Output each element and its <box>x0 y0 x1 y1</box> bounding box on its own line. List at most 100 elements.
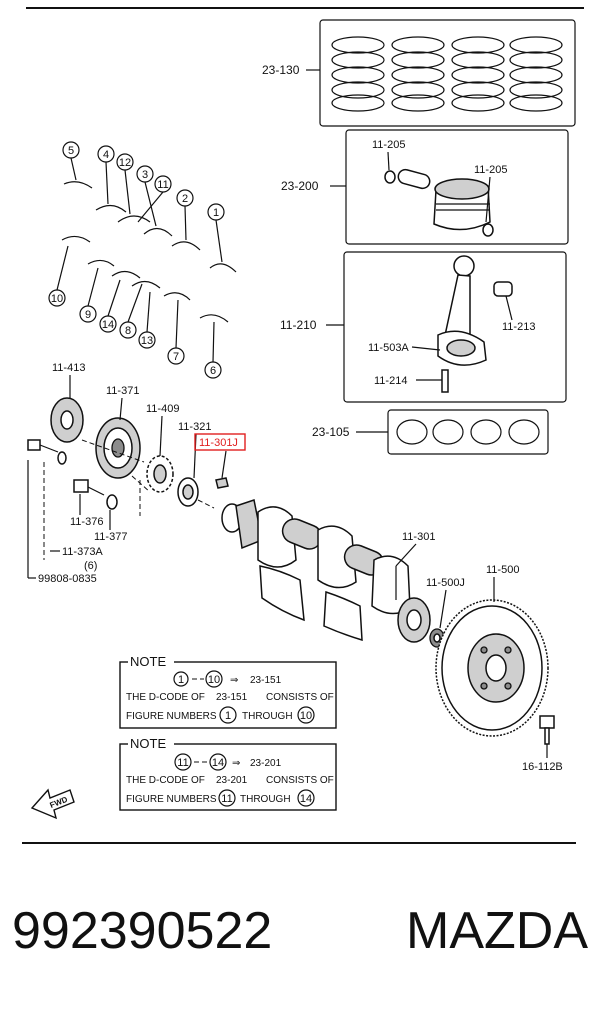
label-crank-sensor-plate[interactable]: 11-413 <box>52 362 85 374</box>
note1-range-start: 1 <box>178 674 184 686</box>
label-oil-seal[interactable]: 11-500J <box>426 577 465 589</box>
label-piston-assy[interactable]: 23-200 <box>281 179 319 193</box>
flywheel-bolt[interactable] <box>539 715 555 745</box>
svg-text:4: 4 <box>103 149 109 161</box>
crank-sensor-plate[interactable] <box>50 397 84 443</box>
note1-line2-c: CONSISTS OF <box>266 692 334 703</box>
svg-text:13: 13 <box>141 335 153 347</box>
callout-7[interactable]: 7 <box>167 347 185 365</box>
note1-arrow: ⇒ <box>230 675 238 686</box>
svg-text:8: 8 <box>125 325 131 337</box>
svg-text:10: 10 <box>51 293 63 305</box>
label-flywheel[interactable]: 11-500 <box>486 564 519 576</box>
callout-11[interactable]: 11 <box>154 175 172 193</box>
label-lock-bolt-qty[interactable]: (6) <box>84 560 97 572</box>
pulley-bolt[interactable] <box>73 479 105 496</box>
note2-line3-b: 11 <box>221 793 232 805</box>
note1-line3-c: THROUGH <box>242 711 293 722</box>
crank-pulley[interactable] <box>95 417 141 479</box>
label-lock-bolt[interactable]: 11-373A <box>62 546 103 558</box>
label-conrod-bolt[interactable]: 11-214 <box>374 375 407 387</box>
note1-heading: NOTE <box>130 654 166 669</box>
svg-text:6: 6 <box>210 365 216 377</box>
callout-10[interactable]: 10 <box>48 289 66 307</box>
timing-sprocket[interactable] <box>146 455 174 493</box>
callout-1[interactable]: 1 <box>207 203 225 221</box>
caption-brand: MAZDA <box>406 902 588 960</box>
callout-14[interactable]: 14 <box>99 315 117 333</box>
label-conrod-cap[interactable]: 11-503A <box>368 342 409 354</box>
note2-target: 23-201 <box>250 758 282 769</box>
note2-line2-a: THE D-CODE OF <box>126 775 205 786</box>
conrod-bearings-group[interactable] <box>356 409 549 455</box>
svg-text:2: 2 <box>182 193 188 205</box>
pulley-lock-bolt[interactable] <box>27 439 67 465</box>
callout-8[interactable]: 8 <box>119 321 137 339</box>
label-piston-rings[interactable]: 23-130 <box>262 63 300 77</box>
note1-range-end: 10 <box>208 674 220 686</box>
svg-text:1: 1 <box>213 207 219 219</box>
svg-text:14: 14 <box>102 319 114 331</box>
note2-heading: NOTE <box>130 736 166 751</box>
callout-leaders <box>56 157 223 363</box>
note-box-1: NOTE 1 10 ⇒ 23-151 THE D-CODE OF 23-151 … <box>119 654 337 729</box>
label-key-spacer[interactable]: 11-321 <box>178 421 211 433</box>
note1-line2-b: 23-151 <box>216 692 248 703</box>
label-conrod-assy[interactable]: 11-210 <box>280 318 317 332</box>
note1-line3-d: 10 <box>300 710 312 722</box>
main-bearings-group[interactable] <box>61 181 237 323</box>
callout-9[interactable]: 9 <box>79 305 97 323</box>
woodruff-key[interactable] <box>215 477 229 489</box>
crankshaft[interactable] <box>221 499 431 643</box>
piston-rings-group[interactable] <box>306 19 576 127</box>
woodruff-key-highlight <box>194 433 246 451</box>
label-piston-clip-right[interactable]: 11-205 <box>474 164 507 176</box>
callout-13[interactable]: 13 <box>138 331 156 349</box>
label-timing-sprocket[interactable]: 11-409 <box>146 403 179 415</box>
note2-line3-c: THROUGH <box>240 794 291 805</box>
note1-line2-a: THE D-CODE OF <box>126 692 205 703</box>
note2-range-start: 11 <box>177 757 188 769</box>
note-box-2: NOTE 11 14 ⇒ 23-201 THE D-CODE OF 23-201… <box>119 736 337 811</box>
svg-text:7: 7 <box>173 351 179 363</box>
callout-3[interactable]: 3 <box>136 165 154 183</box>
note2-line3-a: FIGURE NUMBERS <box>126 794 217 805</box>
note2-line2-c: CONSISTS OF <box>266 775 334 786</box>
label-conrod-bearings[interactable]: 23-105 <box>312 425 350 439</box>
label-washer[interactable]: 11-377 <box>94 531 127 543</box>
assembly-dashes <box>43 439 215 560</box>
note2-arrow: ⇒ <box>232 758 240 769</box>
note1-target: 23-151 <box>250 675 282 686</box>
label-piston-clip-left[interactable]: 11-205 <box>372 139 405 151</box>
label-pulley-bolt[interactable]: 11-376 <box>70 516 103 528</box>
fwd-arrow-icon: FWD <box>30 788 75 820</box>
label-conrod-bushing[interactable]: 11-213 <box>502 321 535 333</box>
note2-range-end: 14 <box>212 757 224 769</box>
callout-12[interactable]: 12 <box>116 153 134 171</box>
pulley-washer[interactable] <box>106 494 118 510</box>
note1-line3-a: FIGURE NUMBERS <box>126 711 217 722</box>
svg-text:3: 3 <box>142 169 148 181</box>
caption-bar: 992390522 MAZDA <box>12 896 588 976</box>
note2-line3-d: 14 <box>300 793 312 805</box>
callout-6[interactable]: 6 <box>204 361 222 379</box>
label-washer-tool[interactable]: 99808-0835 <box>38 573 97 585</box>
svg-text:11: 11 <box>157 179 168 191</box>
label-flywheel-bolt[interactable]: 16-112B <box>522 761 563 773</box>
label-woodruff-key[interactable]: 11-301J <box>199 437 238 449</box>
note1-line3-b: 1 <box>225 710 231 722</box>
svg-text:9: 9 <box>85 309 91 321</box>
callout-4[interactable]: 4 <box>97 145 115 163</box>
callout-5[interactable]: 5 <box>62 141 80 159</box>
callout-2[interactable]: 2 <box>176 189 194 207</box>
flywheel[interactable] <box>435 599 549 737</box>
label-crankshaft[interactable]: 11-301 <box>402 531 435 543</box>
svg-text:12: 12 <box>119 157 131 169</box>
label-pulley[interactable]: 11-371 <box>106 385 139 397</box>
connecting-rod-group[interactable] <box>326 251 567 403</box>
piston-assembly-group[interactable] <box>330 129 569 245</box>
crank-spacer[interactable] <box>177 477 199 507</box>
note2-line2-b: 23-201 <box>216 775 248 786</box>
caption-part-number: 992390522 <box>12 902 273 960</box>
